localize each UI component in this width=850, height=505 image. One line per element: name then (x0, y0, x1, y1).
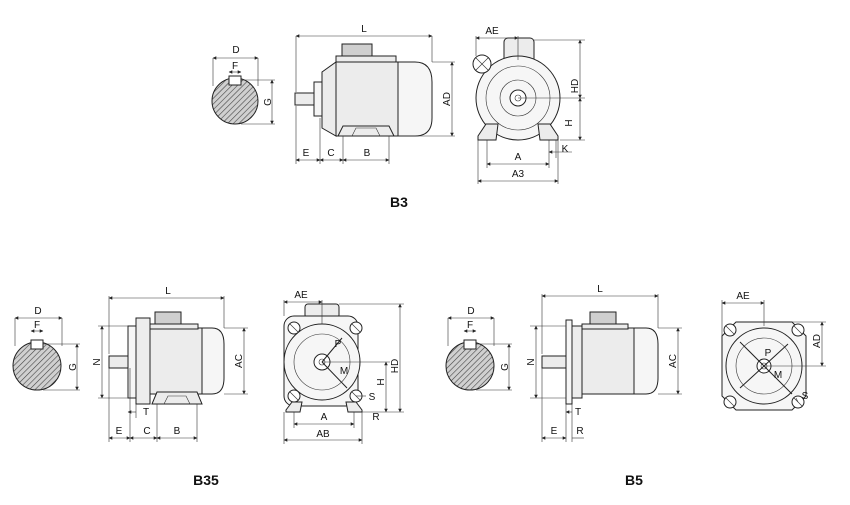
b35-group: D F G L (12, 286, 404, 488)
b5-label-g: G (500, 363, 511, 371)
b35-label-ac: AC (234, 354, 245, 368)
b35-title: B35 (193, 472, 219, 488)
b3-label-hd: HD (570, 79, 581, 93)
b3-label-ad: AD (442, 92, 453, 106)
b3-label-d: D (232, 45, 239, 56)
b5-label-ad: AD (812, 334, 823, 348)
b5-label-d: D (467, 306, 474, 317)
b35-label-h: H (376, 378, 387, 385)
b3-shaft-section: D F G (211, 45, 275, 125)
b5-label-t: T (575, 407, 581, 418)
b5-label-s: S (802, 391, 809, 402)
b35-label-ab: AB (316, 429, 330, 440)
b35-flange (127, 325, 137, 399)
b35-front-view: P M AE HD H S R A (283, 290, 404, 444)
b3-label-h: H (564, 119, 575, 126)
b5-front-view: P M AE AD S (721, 291, 826, 411)
b3-fan-cover (397, 61, 433, 137)
b3-label-e: E (303, 148, 310, 159)
b35-label-t: T (143, 407, 149, 418)
b5-label-r: R (576, 426, 583, 437)
b3-title: B3 (390, 194, 408, 210)
b5-label-ac: AC (668, 354, 679, 368)
b3-label-a: A (515, 152, 522, 163)
b3-side-view: L AD E C B (294, 24, 455, 164)
b5-side-view: L N AC T E R (526, 284, 682, 442)
b35-shaft-section: D F G (12, 306, 80, 391)
b35-label-f: F (34, 320, 40, 331)
b35-label-d: D (34, 306, 41, 317)
b5-label-l: L (597, 284, 603, 295)
b5-label-n: N (526, 358, 537, 365)
b35-label-l: L (165, 286, 171, 297)
b3-label-g: G (263, 98, 274, 106)
b5-flange (565, 319, 573, 405)
b3-keyway (228, 75, 242, 86)
b3-label-ae: AE (485, 26, 499, 37)
b5-group: D F G L N (445, 284, 826, 488)
b35-foot (151, 391, 203, 405)
b35-motor-body (149, 327, 203, 395)
b3-front-view: AE HD H A K A3 (472, 26, 585, 184)
b35-label-r: R (372, 412, 379, 423)
b3-label-a3: A3 (512, 169, 525, 180)
b35-label-m: M (340, 366, 348, 377)
b3-label-c: C (327, 148, 334, 159)
b5-label-p: P (765, 348, 772, 359)
b3-label-f: F (232, 61, 238, 72)
b35-label-a: A (321, 412, 328, 423)
b5-motor-body (581, 327, 635, 395)
b5-label-f: F (467, 320, 473, 331)
b35-label-b: B (174, 426, 181, 437)
b5-shaft (541, 355, 567, 369)
b35-label-g: G (68, 363, 79, 371)
b35-label-ae: AE (294, 290, 308, 301)
b3-label-b: B (364, 148, 371, 159)
b5-label-ae: AE (736, 291, 750, 302)
b35-label-n: N (92, 358, 103, 365)
b3-group: D F G L (211, 24, 585, 210)
b3-motor-body (335, 61, 399, 137)
b35-label-s: S (369, 392, 376, 403)
b5-shaft-section: D F G (445, 306, 512, 391)
b3-foot (337, 125, 395, 137)
b35-label-hd: HD (390, 359, 401, 373)
b35-label-e: E (116, 426, 123, 437)
b5-label-e: E (551, 426, 558, 437)
b35-label-c: C (143, 426, 150, 437)
b35-side-view: L N AC T E C B (92, 286, 248, 442)
b5-label-m: M (774, 370, 782, 381)
b3-label-l: L (361, 24, 367, 35)
b3-label-k: K (562, 144, 569, 155)
b35-label-p: P (335, 339, 342, 350)
b5-title: B5 (625, 472, 643, 488)
